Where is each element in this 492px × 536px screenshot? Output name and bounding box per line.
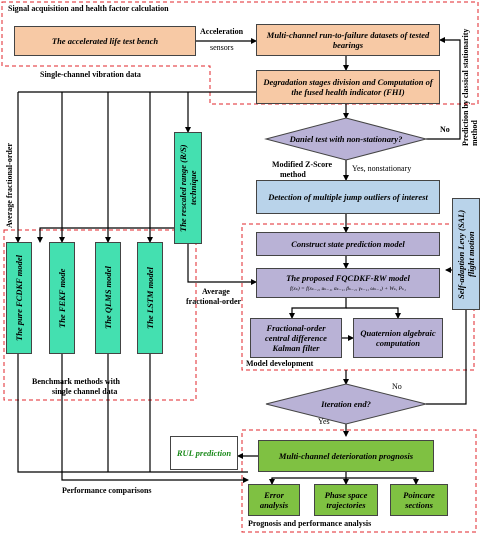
- sensors-label: sensors: [210, 43, 234, 52]
- bench-label: The accelerated life test bench: [51, 35, 159, 46]
- rs-label: The rescaled range (R/S) technique: [177, 144, 198, 232]
- construct-box: Construct state prediction model: [256, 232, 440, 256]
- detection-box: Detection of multiple jump outliers of i…: [256, 180, 440, 214]
- pure-fcdkf-label: The pure FCDKF model: [13, 254, 24, 342]
- quaternion-box: Quaternion algebraic computation: [353, 318, 443, 358]
- rul-box: RUL prediction: [170, 436, 238, 470]
- benchmark-label-2: single channel data: [52, 387, 118, 396]
- daniel-label: Daniel test with non-stationary?: [289, 133, 403, 144]
- frac-central-label: Fractional-order central difference Kalm…: [265, 322, 327, 354]
- avg-frac-mid-2: fractional-order: [186, 297, 242, 306]
- multi-prognosis-label: Multi-channel deterioration prognosis: [278, 450, 414, 461]
- poincare-label: Poincare sections: [403, 489, 435, 510]
- proposed-box: The proposed FQCDKF-RW model f(xₖ) = f(x…: [256, 268, 440, 298]
- wire-avg-left: [37, 227, 188, 243]
- datasets-label: Multi-channel run-to-failure datasets of…: [266, 29, 430, 50]
- yes-nonstationary-label: Yes, nonstationary: [352, 164, 412, 173]
- no-top-label: No: [440, 125, 450, 134]
- degradation-box: Degradation stages division and Computat…: [256, 70, 440, 104]
- construct-label: Construct state prediction model: [291, 238, 405, 249]
- rs-box: The rescaled range (R/S) technique: [174, 132, 202, 244]
- error-box: Error analysis: [248, 484, 300, 516]
- model-development-label: Model development: [246, 359, 314, 368]
- arrow-proposed-left: [289, 298, 347, 319]
- lstm-box: The LSTM model: [137, 242, 163, 354]
- iteration-decision-shape: [265, 383, 427, 425]
- error-label: Error analysis: [259, 489, 289, 510]
- frame-benchmarks: [3, 229, 197, 401]
- detection-label: Detection of multiple jump outliers of i…: [268, 191, 428, 202]
- arrow-prognosis-split: [271, 472, 347, 484]
- phase-box: Phase space trajectories: [314, 484, 378, 516]
- benchmark-label-1: Benchmark methods with: [32, 377, 121, 386]
- avg-frac-mid-1: Average: [202, 287, 230, 296]
- lstm-label: The LSTM model: [144, 267, 155, 329]
- modified-z-label: Modified Z-Score: [272, 160, 333, 169]
- frame-signal: [1, 1, 479, 105]
- degradation-label: Degradation stages division and Computat…: [263, 76, 433, 97]
- prognosis-perf-label: Prognosis and performance analysis: [248, 519, 372, 528]
- arrow-prognosis-poincare: [346, 477, 419, 485]
- quaternion-label: Quaternion algebraic computation: [360, 327, 436, 348]
- wire-perf-line: [17, 420, 248, 473]
- fekf-box: The FEKF mode: [49, 242, 75, 354]
- levy-label: Self-adaption Levy (SAL) flight motion: [455, 209, 476, 299]
- proposed-label: The proposed FQCDKF-RW model: [286, 273, 410, 284]
- qlms-label: The QLMS model: [102, 266, 113, 330]
- fekf-label: The FEKF mode: [56, 268, 67, 328]
- multi-prognosis-box: Multi-channel deterioration prognosis: [258, 440, 434, 472]
- signal-acq-title: Signal acquisition and health factor cal…: [8, 4, 169, 13]
- proposed-formula: f(xₖ) = f(xₖ₋₁, uₖ₋₁, αₖ₋₁, βₖ₋₁, γₖ₋₁, …: [290, 286, 406, 293]
- no-iter-label: No: [392, 382, 402, 391]
- acceleration-label: Acceleration: [200, 27, 244, 36]
- yes-iter-label: Yes: [318, 417, 330, 426]
- qlms-box: The QLMS model: [95, 242, 121, 354]
- avg-frac-order-left: Average fractional-order: [5, 143, 14, 228]
- datasets-box: Multi-channel run-to-failure datasets of…: [256, 24, 440, 56]
- prediction-classical-label: Prediction by classical stationarity met…: [461, 28, 479, 146]
- phase-label: Phase space trajectories: [324, 489, 368, 510]
- daniel-decision-shape: [264, 117, 428, 161]
- rul-label: RUL prediction: [176, 447, 232, 458]
- pure-fcdkf-box: The pure FCDKF model: [6, 242, 32, 354]
- arrow-daniel-no: [426, 37, 461, 140]
- performance-label: Performance comparisons: [62, 486, 152, 495]
- frac-central-box: Fractional-order central difference Kalm…: [250, 318, 342, 358]
- arrow-proposed-right: [346, 307, 401, 319]
- levy-box: Self-adaption Levy (SAL) flight motion: [452, 198, 480, 310]
- iteration-decision: Iteration end?: [286, 394, 406, 414]
- iteration-label: Iteration end?: [321, 398, 371, 409]
- single-channel-label: Single-channel vibration data: [40, 70, 141, 79]
- wire-rs-proposed: [187, 244, 257, 285]
- bench-box: The accelerated life test bench: [14, 26, 196, 56]
- daniel-decision: Daniel test with non-stationary?: [276, 127, 416, 151]
- method-label: method: [280, 170, 306, 179]
- wire-fekf-down: [61, 354, 249, 483]
- poincare-box: Poincare sections: [390, 484, 448, 516]
